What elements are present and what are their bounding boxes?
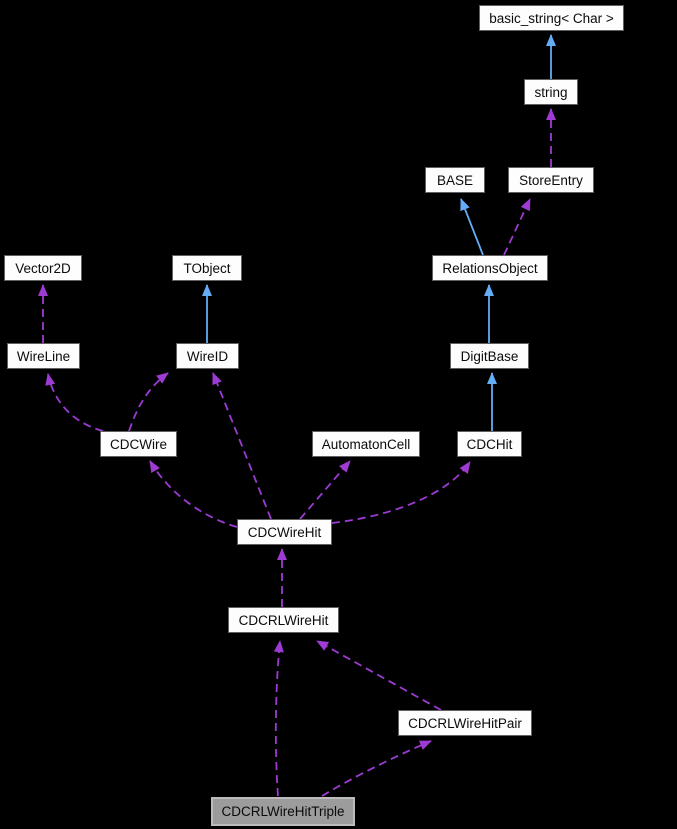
node-digitbase[interactable]: DigitBase bbox=[450, 343, 529, 369]
node-cdcrlwirehittriple-focus: CDCRLWireHitTriple bbox=[211, 797, 355, 826]
edge-cdcwire-to-wireline bbox=[45, 373, 104, 432]
edge-cdcwirehit-to-cdchit bbox=[331, 461, 471, 524]
edge-cdcwirehit-to-wireid bbox=[212, 372, 272, 520]
node-cdchit[interactable]: CDCHit bbox=[457, 431, 522, 457]
node-cdcrlwirehit[interactable]: CDCRLWireHit bbox=[228, 607, 339, 633]
edge-relationsobject-to-base bbox=[460, 198, 484, 256]
node-vector2d[interactable]: Vector2D bbox=[4, 255, 82, 281]
edge-cdcrlwirehittriple-to-cdcrlwirehitpair bbox=[321, 740, 432, 797]
node-automatoncell[interactable]: AutomatonCell bbox=[312, 431, 420, 457]
edge-cdcwirehit-to-cdcwire bbox=[149, 460, 238, 528]
node-relationsobject[interactable]: RelationsObject bbox=[432, 255, 548, 281]
edge-cdcwire-to-wireid bbox=[128, 372, 169, 432]
edge-cdcrlwirehittriple-to-cdcrlwirehit bbox=[273, 640, 284, 797]
node-basic-string[interactable]: basic_string< Char > bbox=[479, 5, 624, 31]
node-string[interactable]: string bbox=[524, 79, 578, 105]
node-cdcrlwirehitpair[interactable]: CDCRLWireHitPair bbox=[398, 710, 532, 736]
node-storeentry[interactable]: StoreEntry bbox=[508, 167, 594, 193]
edge-cdcrlwirehitpair-to-cdcrlwirehit bbox=[316, 640, 442, 711]
node-wireid[interactable]: WireID bbox=[176, 343, 239, 369]
edge-relationsobject-to-storeentry bbox=[503, 198, 531, 256]
node-cdcwire[interactable]: CDCWire bbox=[100, 431, 177, 457]
node-base[interactable]: BASE bbox=[425, 167, 485, 193]
edge-cdcwirehit-to-automatoncell bbox=[299, 460, 351, 520]
node-tobject[interactable]: TObject bbox=[172, 255, 242, 281]
node-wireline[interactable]: WireLine bbox=[7, 343, 80, 369]
node-cdcwirehit[interactable]: CDCWireHit bbox=[237, 519, 332, 545]
